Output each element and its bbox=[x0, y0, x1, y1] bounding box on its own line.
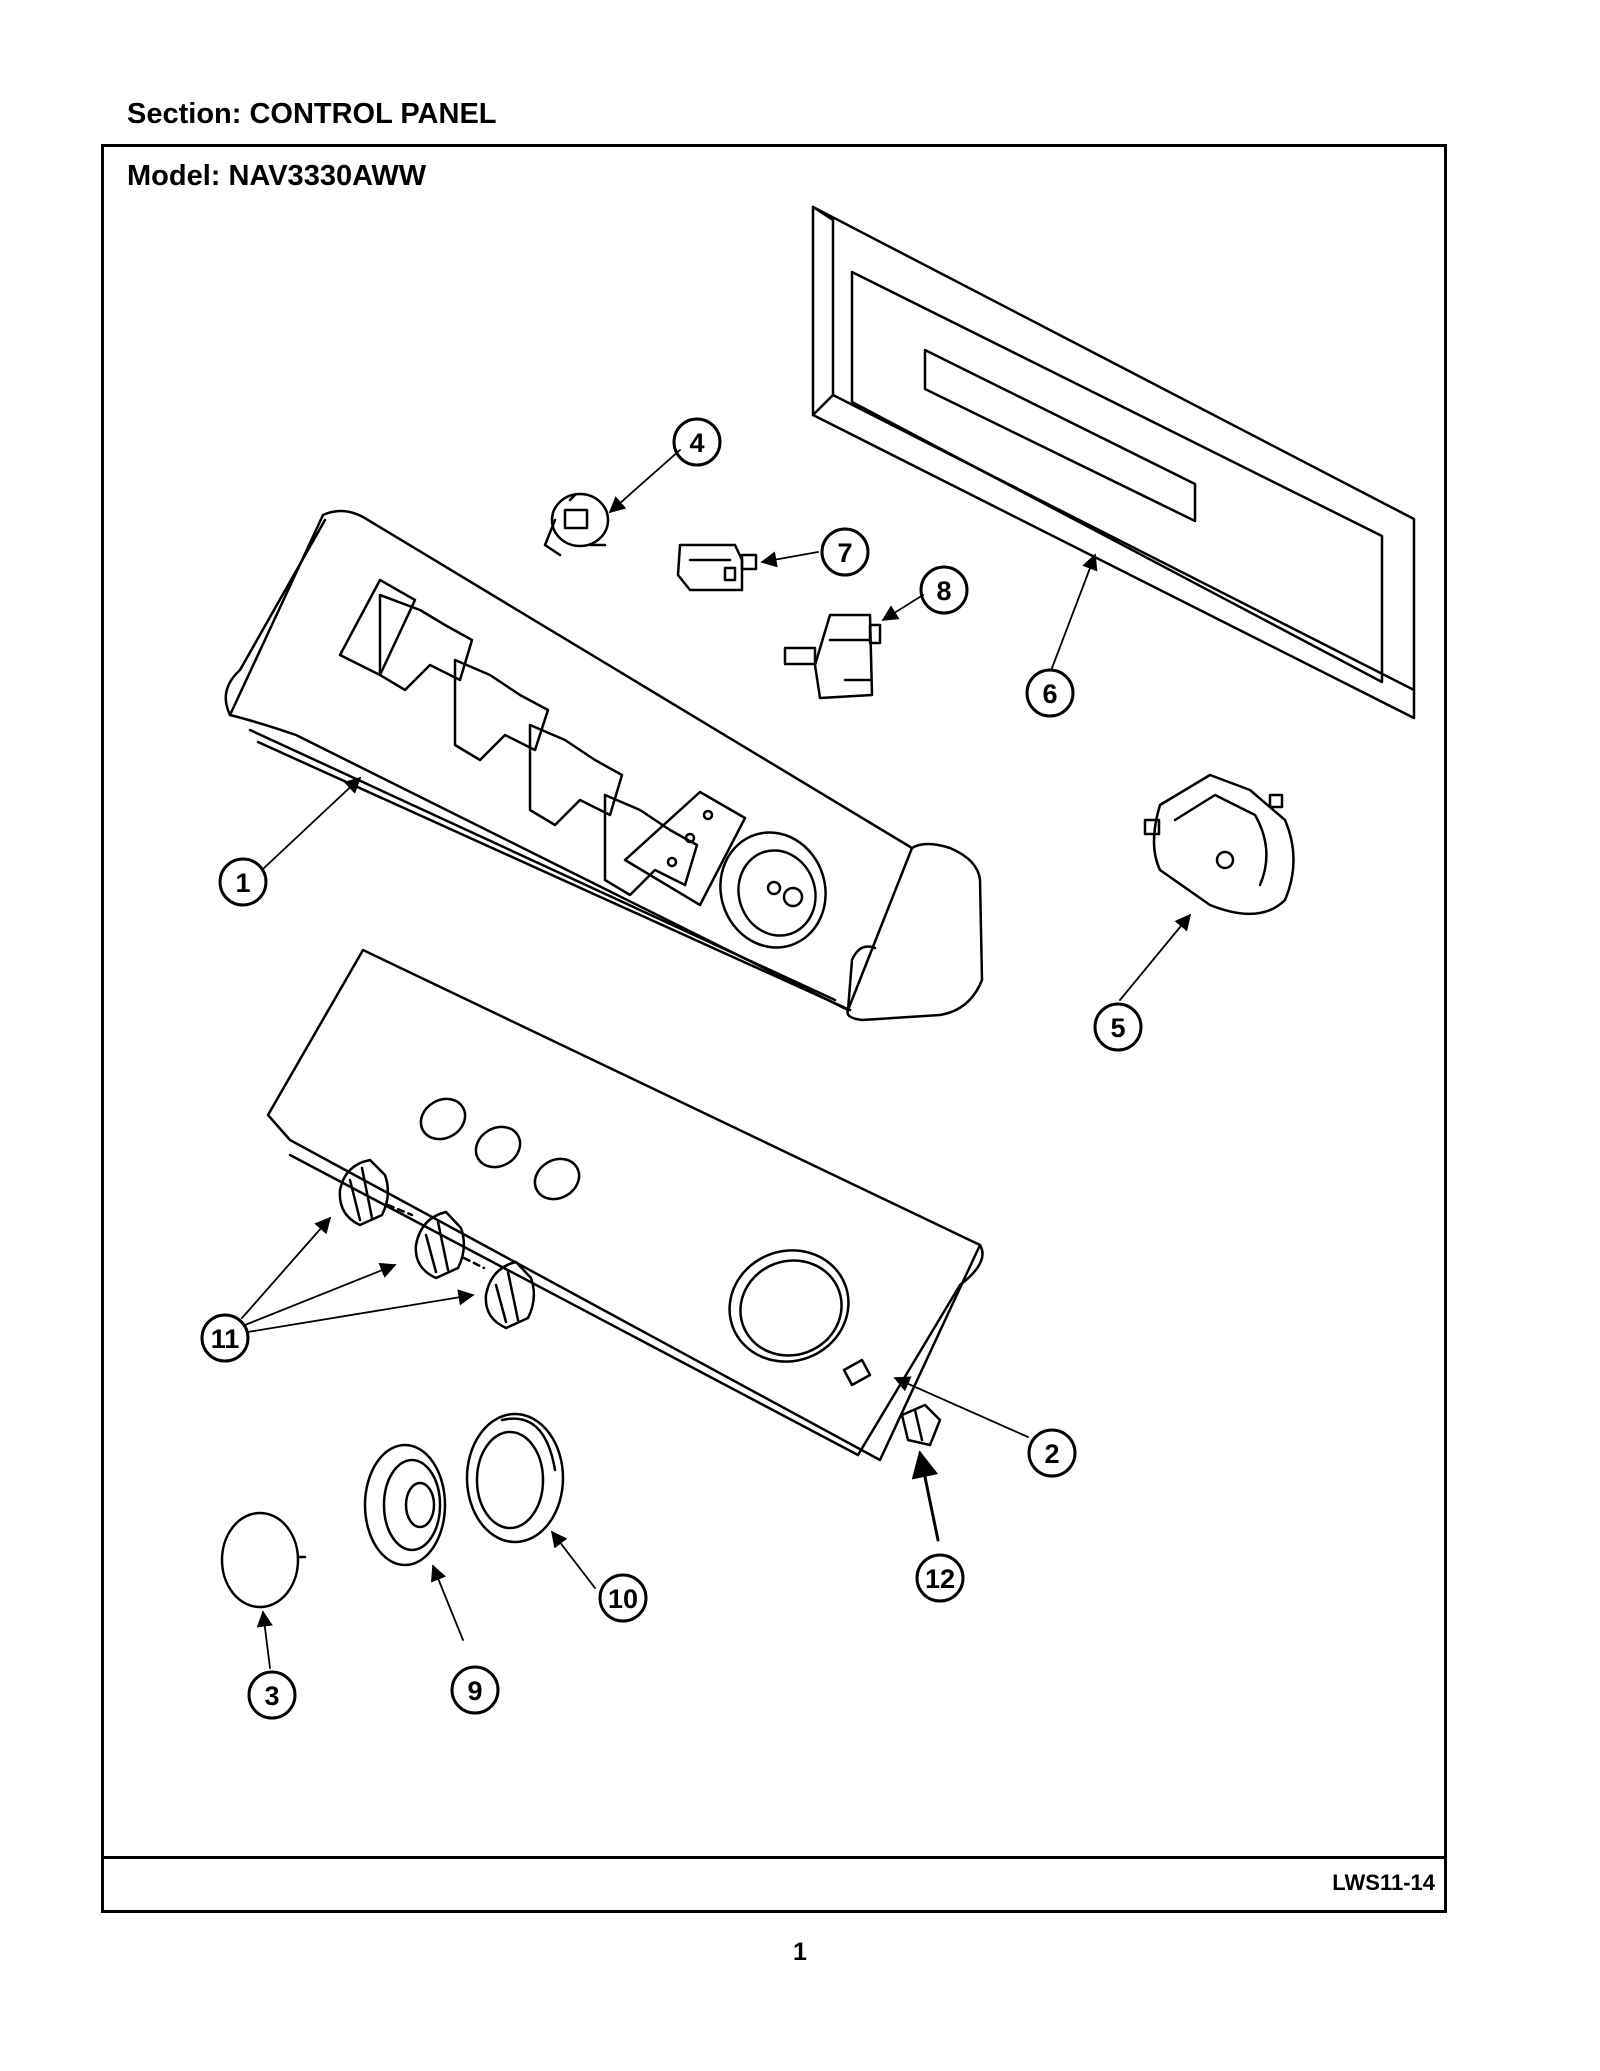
part-bezel bbox=[465, 1412, 565, 1544]
drawing-code: LWS11-14 bbox=[1332, 1870, 1435, 1895]
callout-4: 4 bbox=[689, 428, 704, 458]
part-console-body bbox=[224, 509, 984, 1022]
callout-6-circle bbox=[1025, 668, 1075, 718]
callout-3-circle bbox=[247, 1670, 297, 1720]
callout-9-circle bbox=[450, 1665, 500, 1715]
callout-5: 5 bbox=[1110, 1013, 1125, 1043]
part-back-panel bbox=[811, 205, 1416, 720]
part-selector-switch bbox=[543, 492, 610, 557]
part-knobs bbox=[338, 1158, 536, 1330]
part-clip bbox=[900, 1403, 942, 1447]
callout-8-circle bbox=[919, 565, 969, 615]
model-title: Model: NAV3330AWW bbox=[127, 160, 427, 192]
part-rotary-switch bbox=[783, 613, 882, 700]
callout-11: 11 bbox=[211, 1324, 240, 1354]
callout-3: 3 bbox=[264, 1681, 279, 1711]
callout-4-circle bbox=[672, 417, 722, 467]
section-title: Section: CONTROL PANEL bbox=[127, 98, 497, 130]
callout-9: 9 bbox=[467, 1676, 482, 1706]
part-ring bbox=[363, 1443, 447, 1567]
callout-1-circle bbox=[218, 857, 268, 907]
callout-10: 10 bbox=[608, 1584, 638, 1614]
callout-5-circle bbox=[1093, 1002, 1143, 1052]
callouts bbox=[200, 417, 1143, 1720]
callout-7-circle bbox=[820, 527, 870, 577]
footer-divider bbox=[101, 1856, 1447, 1859]
callout-10-circle bbox=[598, 1573, 648, 1623]
callout-7: 7 bbox=[837, 538, 852, 568]
part-front-panel bbox=[266, 948, 984, 1462]
callout-8: 8 bbox=[936, 576, 951, 606]
diagram-frame bbox=[101, 144, 1447, 1913]
callout-2: 2 bbox=[1044, 1439, 1059, 1469]
part-cap bbox=[220, 1511, 307, 1609]
callout-1: 1 bbox=[235, 868, 250, 898]
leader-lines bbox=[241, 449, 1192, 1669]
callout-12: 12 bbox=[925, 1564, 955, 1594]
callout-11-circle bbox=[200, 1313, 250, 1363]
page-number: 1 bbox=[793, 1938, 807, 1966]
part-timer bbox=[1143, 773, 1295, 916]
callout-2-circle bbox=[1027, 1428, 1077, 1478]
callout-12-circle bbox=[915, 1553, 965, 1603]
part-relay bbox=[676, 543, 758, 592]
callout-6: 6 bbox=[1042, 679, 1057, 709]
